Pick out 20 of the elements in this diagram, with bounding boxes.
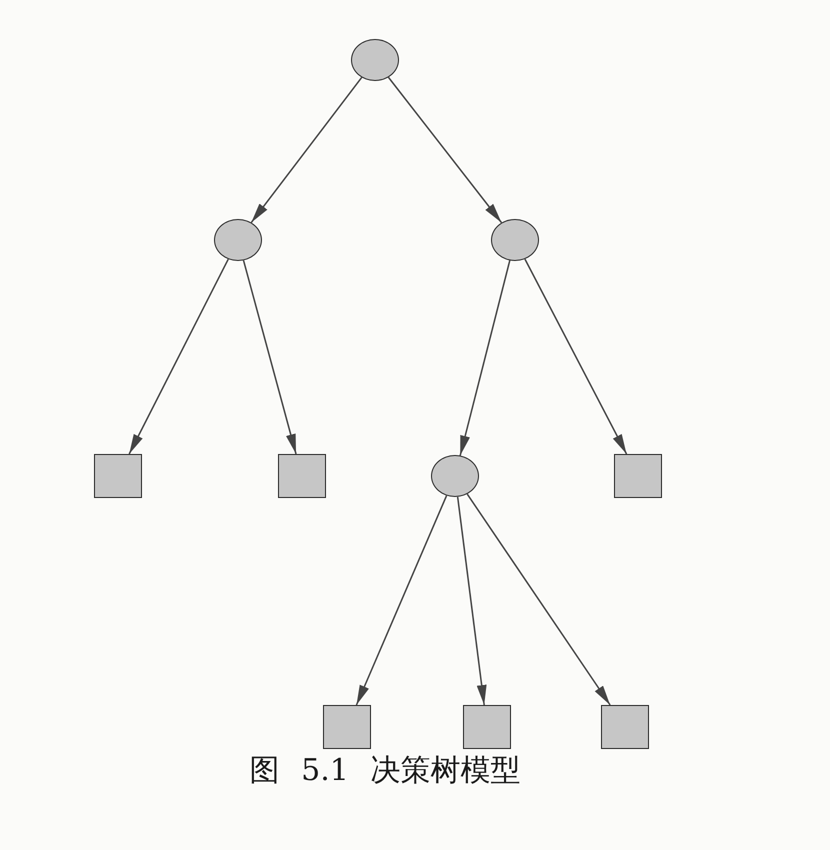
square-node: [323, 705, 371, 749]
circle-node: [214, 219, 262, 261]
square-node: [278, 454, 326, 498]
square-node: [614, 454, 662, 498]
arrow: [356, 495, 448, 706]
square-node: [601, 705, 649, 749]
arrow: [242, 260, 297, 454]
arrow: [459, 260, 511, 456]
arrow: [456, 496, 487, 706]
arrow: [524, 258, 628, 454]
circle-node: [491, 219, 539, 261]
arrow: [466, 494, 611, 706]
figure-caption: 图 5.1 决策树模型: [248, 752, 522, 790]
arrow: [388, 76, 502, 224]
circle-node: [351, 39, 399, 81]
circle-node: [431, 455, 479, 497]
arrow: [250, 77, 362, 223]
square-node: [94, 454, 142, 498]
square-node: [463, 705, 511, 749]
arrow: [128, 258, 229, 454]
